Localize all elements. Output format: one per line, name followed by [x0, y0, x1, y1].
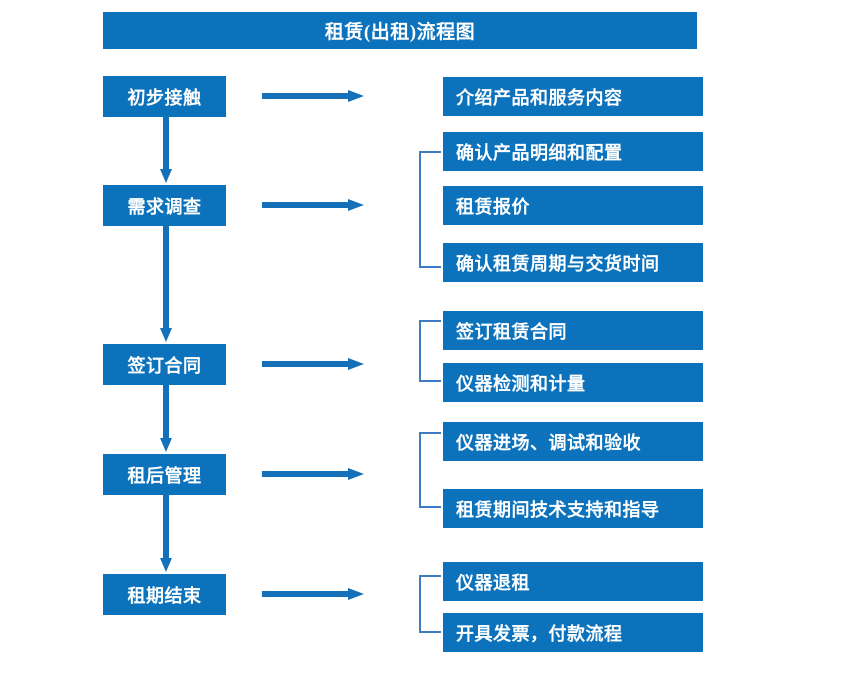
vertical-arrow-4 [160, 495, 172, 572]
stage-box-3[interactable]: 签订合同 [103, 344, 226, 385]
diagram-title: 租赁(出租)流程图 [103, 12, 697, 49]
group-bracket-4 [419, 575, 441, 633]
detail-box-7[interactable]: 仪器进场、调试和验收 [443, 422, 703, 461]
group-bracket-1 [419, 151, 441, 268]
detail-box-1[interactable]: 介绍产品和服务内容 [443, 77, 703, 116]
vertical-arrow-3 [160, 385, 172, 452]
detail-box-6[interactable]: 仪器检测和计量 [443, 363, 703, 402]
horizontal-arrow-2 [262, 199, 364, 211]
horizontal-arrow-3 [262, 358, 364, 370]
stage-box-5[interactable]: 租期结束 [103, 574, 226, 615]
detail-box-5[interactable]: 签订租赁合同 [443, 311, 703, 350]
detail-box-9[interactable]: 仪器退租 [443, 562, 703, 601]
vertical-arrow-1 [160, 117, 172, 183]
horizontal-arrow-5 [262, 588, 364, 600]
group-bracket-3 [419, 432, 441, 508]
horizontal-arrow-4 [262, 468, 364, 480]
stage-box-2[interactable]: 需求调查 [103, 185, 226, 226]
detail-box-8[interactable]: 租赁期间技术支持和指导 [443, 489, 703, 528]
horizontal-arrow-1 [262, 90, 364, 102]
stage-box-1[interactable]: 初步接触 [103, 76, 226, 117]
detail-box-2[interactable]: 确认产品明细和配置 [443, 132, 703, 171]
stage-box-4[interactable]: 租后管理 [103, 454, 226, 495]
detail-box-4[interactable]: 确认租赁周期与交货时间 [443, 243, 703, 282]
group-bracket-2 [419, 320, 441, 382]
detail-box-3[interactable]: 租赁报价 [443, 186, 703, 225]
vertical-arrow-2 [160, 226, 172, 342]
detail-box-10[interactable]: 开具发票，付款流程 [443, 613, 703, 652]
